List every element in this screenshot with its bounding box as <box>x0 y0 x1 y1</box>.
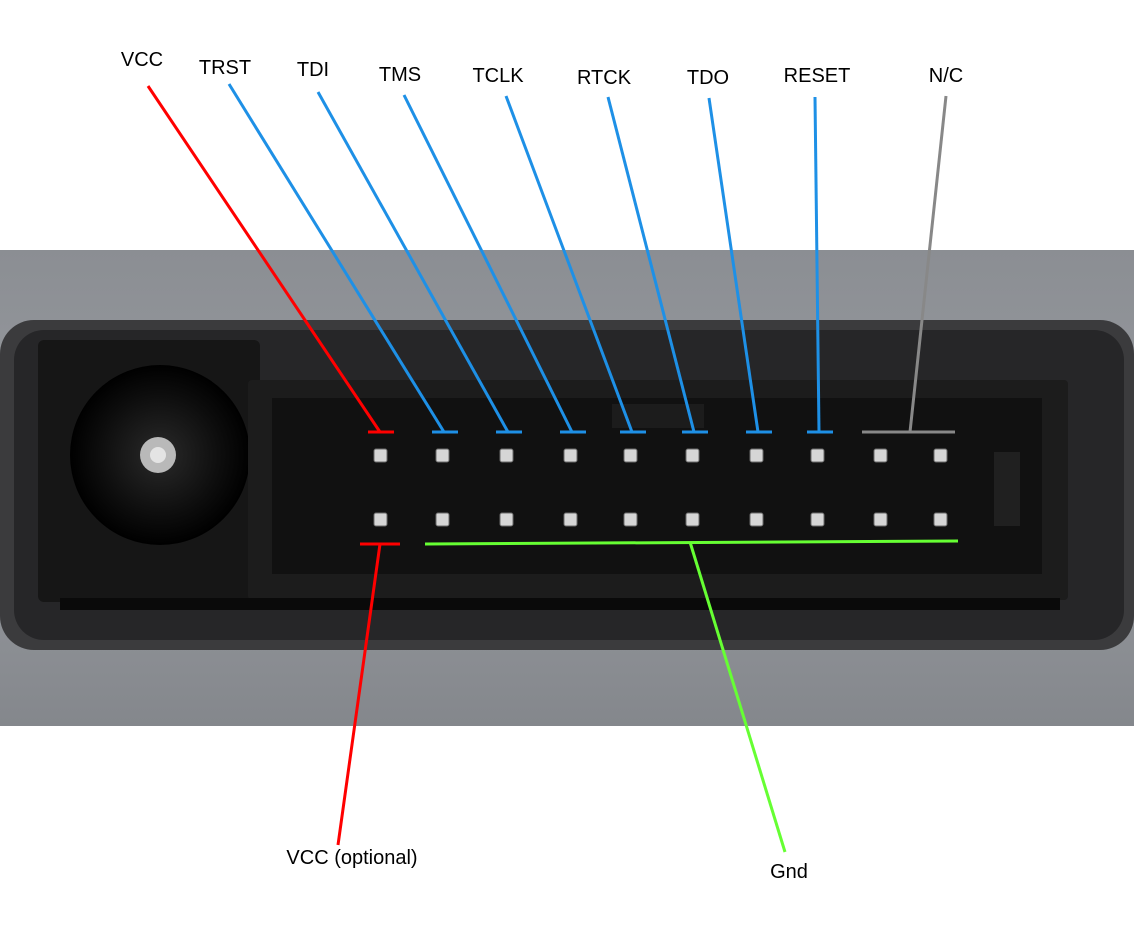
header-bottom-rail <box>60 598 1060 610</box>
undefined <box>499 448 514 463</box>
pin-label-vcc: VCC <box>120 49 164 71</box>
pin-label-trst: TRST <box>198 57 252 79</box>
undefined <box>499 512 514 527</box>
pin-label-tdi: TDI <box>296 59 330 81</box>
undefined <box>810 512 825 527</box>
pin-label-reset: RESET <box>783 65 851 87</box>
leader-line-tdi <box>316 91 510 433</box>
leader-line-rtck <box>606 96 696 433</box>
undefined <box>373 512 388 527</box>
undefined <box>933 512 948 527</box>
header-pins <box>373 448 948 527</box>
undefined <box>873 448 888 463</box>
pin-label-tdo: TDO <box>686 67 730 89</box>
undefined <box>623 448 638 463</box>
pin-label-tms: TMS <box>378 64 422 86</box>
undefined <box>435 512 450 527</box>
pin-label-gnd: Gnd <box>770 861 808 883</box>
undefined <box>685 512 700 527</box>
undefined <box>563 512 578 527</box>
undefined <box>623 512 638 527</box>
undefined <box>873 512 888 527</box>
pin-label-vcc-optional: VCC (optional) <box>286 847 418 869</box>
leader-lines <box>146 83 959 853</box>
undefined <box>749 448 764 463</box>
leader-line-n-c <box>908 95 948 433</box>
leader-line-reset <box>813 96 821 433</box>
leader-line-tdo <box>707 97 760 433</box>
undefined <box>685 448 700 463</box>
undefined <box>435 448 450 463</box>
undefined <box>933 448 948 463</box>
undefined <box>563 448 578 463</box>
leader-line-tclk <box>504 95 634 433</box>
leader-line-gnd <box>688 541 787 853</box>
leader-line-vcc-optional <box>336 543 382 846</box>
pin-label-tclk: TCLK <box>472 65 524 87</box>
pin-label-n-c: N/C <box>928 65 964 87</box>
power-jack-pin-tip <box>150 447 166 463</box>
undefined <box>373 448 388 463</box>
undefined <box>749 512 764 527</box>
pin-label-rtck: RTCK <box>576 67 632 89</box>
leader-line-trst <box>227 83 446 433</box>
undefined <box>810 448 825 463</box>
header-side-latch <box>994 452 1020 526</box>
leader-line-vcc <box>146 85 382 433</box>
leader-line-tms <box>402 94 574 433</box>
